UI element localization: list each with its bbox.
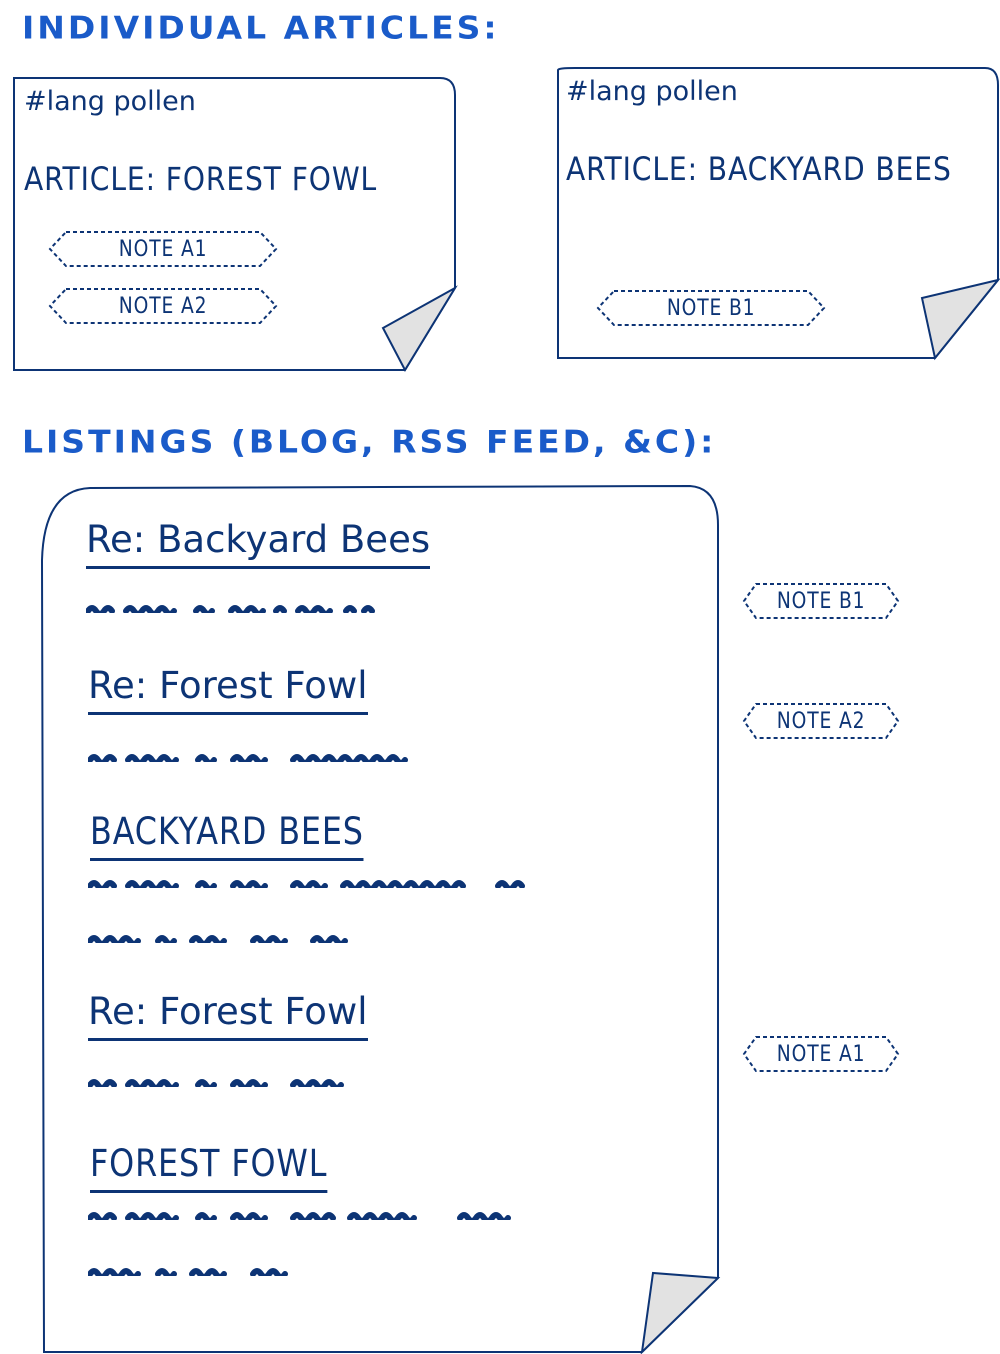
- lang-tag: #lang pollen: [566, 76, 738, 107]
- listing-link-backyard-bees[interactable]: BACKYARD BEES: [90, 810, 364, 861]
- listing-link-re-forest-fowl[interactable]: Re: Forest Fowl: [88, 664, 368, 715]
- placeholder-text-line: [88, 880, 525, 888]
- lang-tag: #lang pollen: [24, 86, 196, 117]
- listing-note-a1: NOTE A1: [742, 1035, 900, 1073]
- page-curl-icon: [640, 1271, 721, 1354]
- note-b1-tag: NOTE B1: [596, 289, 826, 327]
- placeholder-text-line: [86, 605, 375, 613]
- page-curl-icon: [381, 285, 458, 373]
- placeholder-text-line: [88, 1212, 511, 1220]
- article-title: ARTICLE: BACKYARD BEES: [566, 150, 952, 188]
- article-b-frame: [557, 67, 999, 359]
- article-title: ARTICLE: FOREST FOWL: [24, 160, 378, 198]
- listing-note-b1: NOTE B1: [742, 582, 900, 620]
- placeholder-text-line: [88, 1079, 344, 1087]
- listings-frame: [40, 484, 719, 1353]
- placeholder-text-line: [88, 754, 408, 762]
- listing-link-re-backyard-bees[interactable]: Re: Backyard Bees: [86, 518, 431, 569]
- placeholder-text-line: [88, 935, 348, 943]
- listings-heading: LISTINGS (BLOG, RSS FEED, &C):: [22, 422, 717, 461]
- page-curl-icon: [920, 278, 1000, 361]
- individual-articles-heading: INDIVIDUAL ARTICLES:: [22, 8, 500, 47]
- listing-link-re-forest-fowl[interactable]: Re: Forest Fowl: [88, 990, 368, 1041]
- note-a2-tag: NOTE A2: [48, 287, 278, 325]
- placeholder-text-line: [88, 1268, 288, 1276]
- note-a1-tag: NOTE A1: [48, 230, 278, 268]
- listing-link-forest-fowl[interactable]: FOREST FOWL: [90, 1142, 328, 1193]
- listing-note-a2: NOTE A2: [742, 702, 900, 740]
